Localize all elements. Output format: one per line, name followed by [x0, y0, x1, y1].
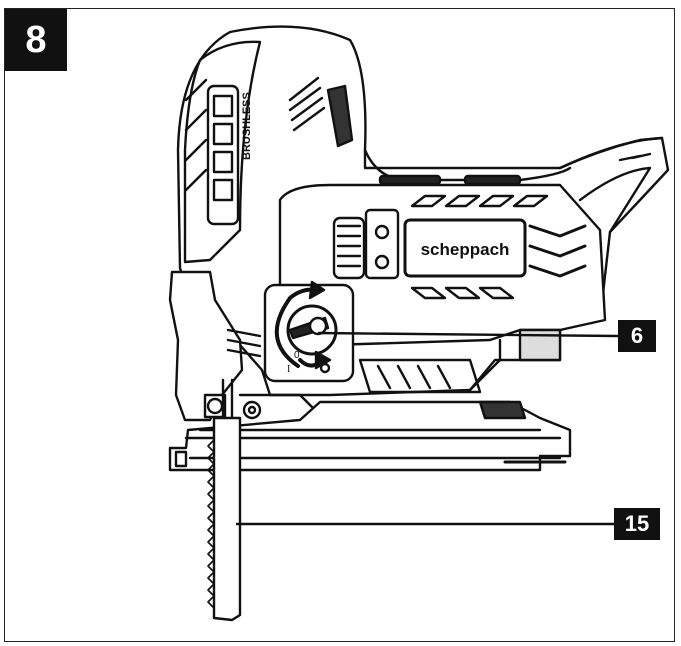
svg-text:BRUSHLESS: BRUSHLESS: [241, 92, 253, 160]
dial-mark-zero: 0: [294, 350, 300, 361]
orbital-dial: [286, 304, 338, 356]
callout-15: 15: [614, 508, 660, 540]
brand-logo: scheppach: [421, 240, 510, 259]
dial-mark-one: I: [287, 364, 290, 375]
base-plate: [168, 400, 572, 472]
brand-plate: [403, 218, 527, 278]
trigger: [326, 84, 354, 148]
saw-blade: [212, 416, 242, 622]
leader-line-6: [317, 331, 619, 338]
rotation-arrow-icon: [274, 287, 318, 368]
figure-number: 8: [5, 9, 67, 71]
callout-6: 6: [618, 320, 656, 352]
